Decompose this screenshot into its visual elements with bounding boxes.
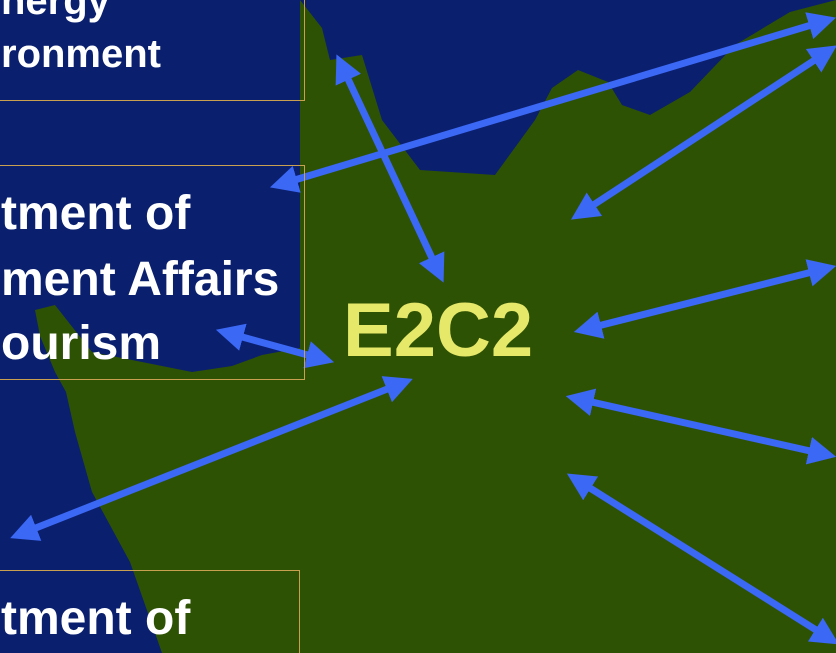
arrow-right-lower	[565, 388, 836, 465]
arrow-to-lower-left	[10, 376, 413, 541]
arrow-right-middle	[573, 259, 836, 339]
arrow-group	[10, 12, 836, 645]
energy-environment-box: nergy ronment	[0, 0, 305, 101]
box-line: tment of	[1, 187, 191, 240]
e2c2-center-label: E2C2	[343, 288, 534, 373]
arrow-bottom-right	[566, 473, 836, 645]
box-line: ment Affairs	[1, 253, 280, 306]
box-line: ourism	[1, 317, 162, 370]
environment-affairs-tourism-box: tment of ment Affairs ourism	[0, 165, 305, 380]
arrow-upper-right	[570, 45, 836, 220]
box-line: nergy	[1, 0, 110, 23]
arrow-to-tourism-box	[215, 323, 335, 369]
department-box-bottom: tment of	[0, 570, 300, 653]
box-line: tment of	[1, 592, 191, 645]
box-line: ronment	[1, 32, 161, 76]
